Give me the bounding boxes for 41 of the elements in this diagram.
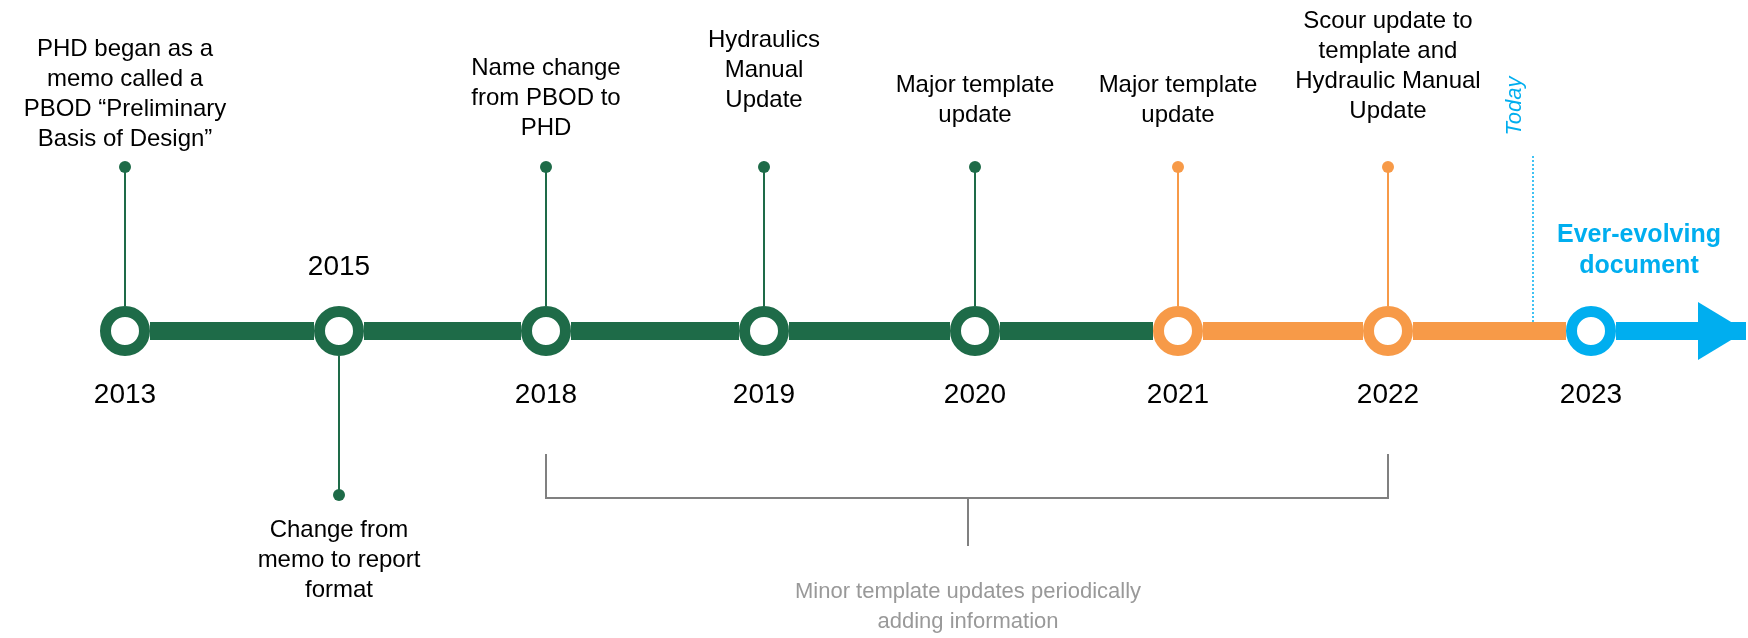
timeline-arrow <box>1616 302 1746 360</box>
milestone-circle <box>521 306 571 356</box>
event-text: Name change from PBOD to PHD <box>470 52 622 142</box>
stem-line <box>758 161 770 307</box>
stem-line <box>540 161 552 307</box>
milestone-circle <box>739 306 789 356</box>
status-label: Ever-evolving document <box>1556 218 1722 280</box>
milestone-circle <box>1363 306 1413 356</box>
timeline-segment <box>571 322 739 340</box>
milestone-circle <box>950 306 1000 356</box>
milestone-circle <box>1153 306 1203 356</box>
timeline-segment <box>1413 322 1566 340</box>
timeline-segment <box>364 322 521 340</box>
event-text: PHD began as a memo called a PBOD “Preliminary Basis of Design” <box>22 33 228 153</box>
stem-line <box>333 355 345 501</box>
year-label: 2019 <box>732 378 796 410</box>
year-label: 2015 <box>307 250 371 282</box>
stem-line <box>969 161 981 307</box>
event-text: Change from memo to report format <box>256 514 422 604</box>
year-label: 2021 <box>1146 378 1210 410</box>
year-label: 2013 <box>93 378 157 410</box>
milestone-circle <box>314 306 364 356</box>
year-label: 2022 <box>1356 378 1420 410</box>
timeline-segment <box>1000 322 1153 340</box>
stem-line <box>119 161 131 307</box>
stem-line <box>1382 161 1394 307</box>
stem-line <box>1172 161 1184 307</box>
timeline-segment <box>150 322 314 340</box>
event-text: Scour update to template and Hydraulic Manual Update <box>1294 5 1482 125</box>
event-text: Major template update <box>894 69 1056 129</box>
bracket-note: Minor template updates periodically adding information <box>793 577 1143 635</box>
event-text: Hydraulics Manual Update <box>707 24 821 114</box>
timeline-segment <box>789 322 950 340</box>
event-text: Major template update <box>1097 69 1259 129</box>
timeline-segment <box>1203 322 1363 340</box>
year-label: 2020 <box>943 378 1007 410</box>
milestone-circle <box>100 306 150 356</box>
milestone-circle <box>1566 306 1616 356</box>
year-label: 2018 <box>514 378 578 410</box>
year-label: 2023 <box>1559 378 1623 410</box>
today-label: Today <box>1500 76 1527 136</box>
